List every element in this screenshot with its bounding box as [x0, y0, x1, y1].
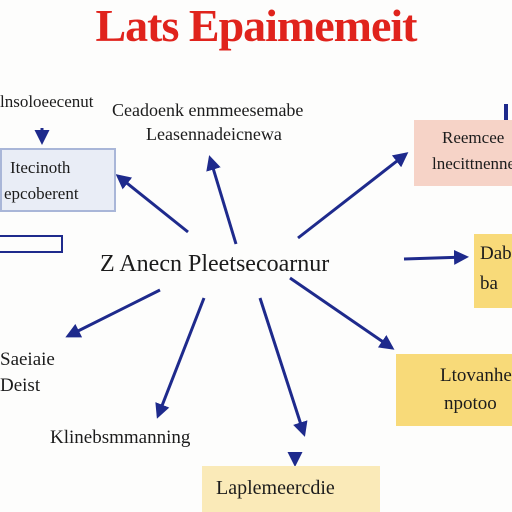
right-top-box-line1: Reemcee [442, 128, 505, 147]
arrow-to-left-lower [65, 288, 161, 338]
arrow-to-right-mid [403, 249, 469, 265]
top-center-line1: Ceadoenk enmmeesemabe [112, 100, 304, 120]
arrow-to-right-top [297, 152, 409, 240]
right-mid-box-line1: Dab [480, 243, 512, 264]
right-top-box-line2: lnecittnenne [432, 154, 512, 173]
right-lower-box-line1: Ltovanhe [440, 365, 512, 386]
arrow-to-left-box [115, 174, 189, 234]
arrow-down-right [258, 297, 308, 437]
diagram-title: Lats Epaimemeit [95, 0, 417, 51]
right-mid-box: Dab ba [474, 234, 512, 308]
left-box-line2: epcoberent [4, 184, 79, 203]
center-label: Z Anecn Pleetsecoarnur [100, 251, 330, 277]
arrow-left-bracket [0, 235, 63, 253]
arrow-up [206, 155, 238, 245]
bottom-box-label: Laplemeercdie [216, 477, 335, 499]
left-mid-line2: Deist [0, 375, 41, 396]
right-top-box: Reemcee lnecittnenne [414, 120, 512, 186]
right-lower-box-line2: npotoo [444, 393, 497, 414]
right-lower-box: Ltovanhe npotoo [396, 354, 512, 426]
left-box-line1: Itecinoth [10, 158, 71, 177]
bottom-left-label: Klinebsmmanning [50, 427, 191, 448]
arrow-to-right-lower [289, 276, 395, 350]
top-center-line2: Leasennadeicnewa [146, 124, 282, 144]
top-left-label: lnsoloeecenut [0, 92, 94, 111]
left-mid-line1: Saeiaie [0, 349, 55, 370]
right-mid-box-line2: ba [480, 273, 498, 294]
bottom-box: Laplemeercdie [202, 466, 380, 512]
arrow-down-left [155, 297, 206, 419]
left-box: Itecinoth epcoberent [0, 148, 116, 212]
